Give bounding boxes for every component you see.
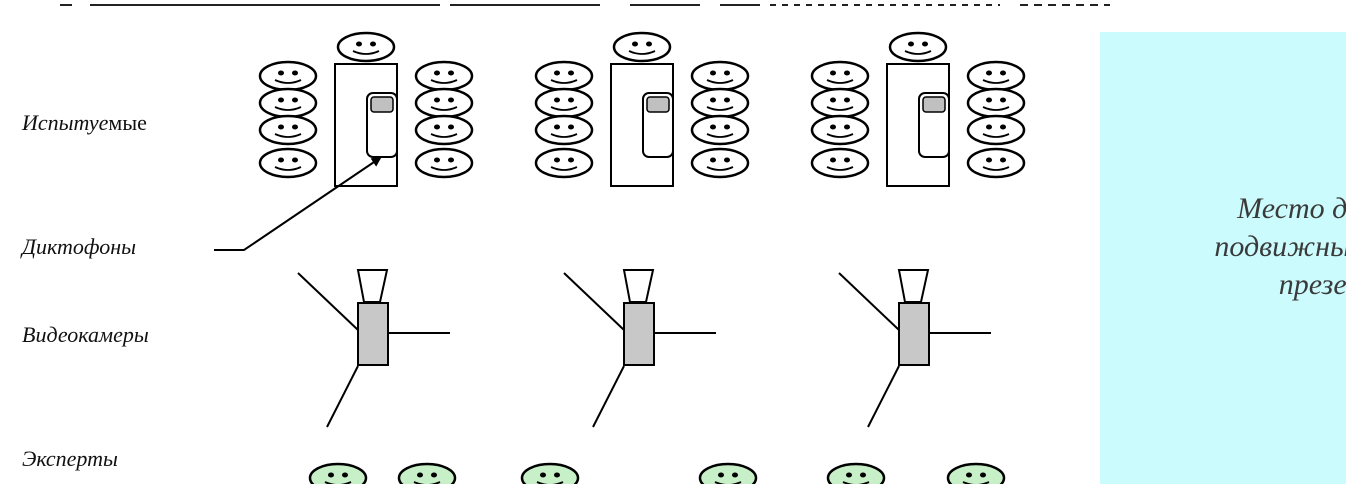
camera-body [624, 303, 654, 365]
camera-lens [899, 270, 928, 302]
recorder-screen [371, 97, 393, 112]
camera-lens [624, 270, 653, 302]
expert-face [522, 464, 578, 484]
panel-text: Место для в подвижных презент [1116, 190, 1346, 304]
video-camera-2 [564, 270, 716, 427]
recorder-screen [647, 97, 669, 112]
subject-face [260, 62, 316, 90]
subject-face [338, 33, 394, 61]
subject-face [890, 33, 946, 61]
camera-group [298, 270, 991, 427]
subject-face [812, 116, 868, 144]
camera-lens [358, 270, 387, 302]
subject-face [260, 116, 316, 144]
panel-text-line-1: Место для в [1116, 190, 1346, 228]
subject-face [416, 89, 472, 117]
expert-face [310, 464, 366, 484]
subject-face [692, 149, 748, 177]
subject-face [692, 89, 748, 117]
subject-face [416, 62, 472, 90]
subject-face [416, 149, 472, 177]
panel-text-line-2: подвижных [1100, 228, 1346, 266]
subject-face [536, 116, 592, 144]
subject-face [968, 149, 1024, 177]
video-camera-3 [839, 270, 991, 427]
expert-face [700, 464, 756, 484]
video-camera-1 [298, 270, 450, 427]
camera-body [358, 303, 388, 365]
subject-face [812, 89, 868, 117]
subject-face [614, 33, 670, 61]
subject-group-2 [536, 33, 748, 186]
subject-face [968, 116, 1024, 144]
recorder-screen [923, 97, 945, 112]
subject-group-1 [260, 33, 472, 186]
subject-face [968, 62, 1024, 90]
expert-face [399, 464, 455, 484]
subject-face [416, 116, 472, 144]
subject-face [812, 149, 868, 177]
subject-face [260, 89, 316, 117]
presentation-placeholder-panel: Место для в подвижных презент [1100, 32, 1346, 484]
subject-groups [260, 33, 1024, 186]
subject-group-3 [812, 33, 1024, 186]
subject-face [536, 149, 592, 177]
camera-body [899, 303, 929, 365]
subject-face [536, 89, 592, 117]
subject-face [536, 62, 592, 90]
experts-row [310, 464, 1004, 484]
panel-text-line-3: презент [1146, 266, 1346, 304]
subject-face [812, 62, 868, 90]
subject-face [692, 116, 748, 144]
experiment-diagram [0, 0, 1100, 484]
subject-face [692, 62, 748, 90]
expert-face [948, 464, 1004, 484]
expert-face [828, 464, 884, 484]
subject-face [968, 89, 1024, 117]
subject-face [260, 149, 316, 177]
